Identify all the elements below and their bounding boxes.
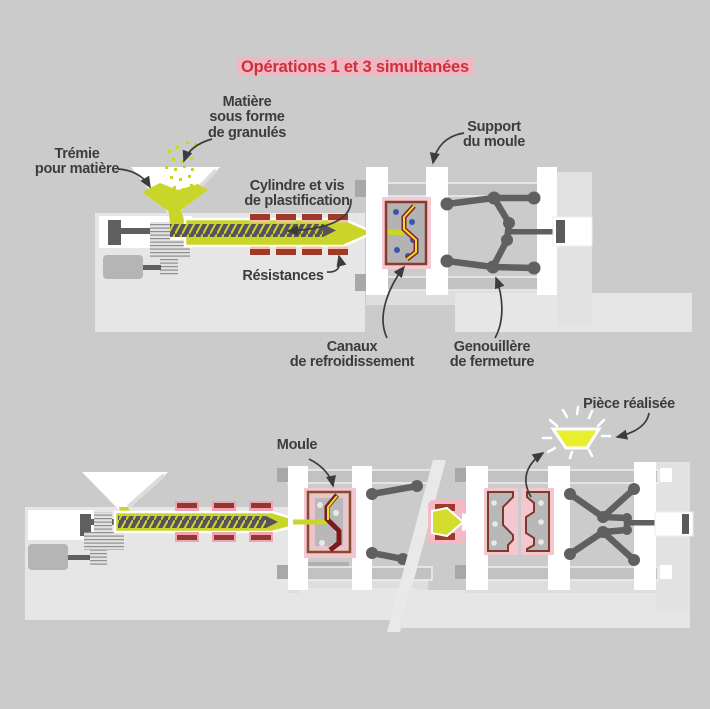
gearbox bbox=[150, 222, 190, 276]
hopper-empty bbox=[82, 472, 168, 510]
label-support: Support du moule bbox=[462, 119, 526, 151]
label-tremie: Trémie pour matière bbox=[34, 146, 120, 178]
motor bbox=[28, 544, 68, 570]
toggle-joints bbox=[564, 483, 640, 566]
label-cylindre: Cylindre et vis de plastification bbox=[244, 178, 350, 210]
label-matiere: Matière sous forme de granulés bbox=[207, 94, 287, 141]
clamp-base bbox=[399, 590, 690, 628]
matiere-arrow bbox=[182, 138, 213, 163]
ejected-part bbox=[541, 405, 612, 460]
toggle-joints bbox=[440, 191, 541, 275]
moule-arrow bbox=[308, 458, 336, 488]
gearbox bbox=[84, 512, 124, 565]
toggle-linkage-folded bbox=[568, 486, 637, 563]
canaux-arrow bbox=[382, 265, 406, 339]
piece-arrow bbox=[615, 412, 650, 440]
mold-closed bbox=[382, 197, 431, 269]
annotation-arrows bbox=[117, 132, 650, 498]
ejection-arrow bbox=[525, 452, 545, 498]
mold-core-half bbox=[525, 491, 550, 552]
cylindre-arrow bbox=[286, 198, 352, 236]
resistances-arrow bbox=[326, 254, 347, 273]
label-resistances: Résistances bbox=[242, 268, 324, 284]
heater-bands bbox=[175, 501, 273, 542]
tremie-arrow bbox=[117, 168, 151, 189]
fixed-platen bbox=[466, 466, 488, 590]
diagram-title-text: Opérations 1 et 3 simultanées bbox=[236, 58, 474, 76]
motor-shaft bbox=[68, 555, 90, 560]
motor-shaft bbox=[143, 265, 161, 270]
rear-platen bbox=[634, 462, 656, 590]
motor bbox=[103, 255, 143, 279]
retracted-nozzle bbox=[428, 500, 492, 544]
fixed-platen bbox=[288, 466, 308, 590]
bottom-machine-closed bbox=[25, 466, 433, 620]
granule-fill bbox=[142, 183, 208, 212]
label-piece: Pièce réalisée bbox=[583, 396, 675, 412]
label-moule: Moule bbox=[276, 437, 318, 453]
support-arrow bbox=[429, 132, 465, 165]
clamp-piston-head bbox=[682, 514, 689, 534]
rear-housing bbox=[656, 462, 690, 612]
rear-housing bbox=[557, 172, 592, 327]
clamp-piston-head bbox=[556, 220, 565, 243]
mold-closed-cooling bbox=[293, 488, 356, 558]
top-machine bbox=[95, 141, 692, 332]
clamp-piston-rod bbox=[505, 229, 556, 235]
granules bbox=[165, 141, 197, 202]
cooling-channels bbox=[491, 500, 544, 546]
diagram-title: Opérations 1 et 3 simultanées bbox=[236, 58, 474, 77]
cylinder-piston-head bbox=[108, 220, 121, 245]
plastification-screw bbox=[118, 516, 278, 528]
cylinder-piston-head bbox=[80, 514, 91, 536]
mold-open bbox=[484, 488, 554, 555]
clamp-base bbox=[300, 588, 418, 620]
genouillere-arrow bbox=[494, 276, 505, 339]
drive-shaft bbox=[120, 228, 175, 234]
label-genouillere: Genouillère de fermeture bbox=[449, 339, 535, 371]
sparkle-rays bbox=[541, 405, 612, 460]
label-canaux: Canaux de refroidissement bbox=[289, 339, 415, 371]
bottom-machine-open bbox=[399, 405, 694, 628]
plastification-screw bbox=[170, 224, 336, 237]
sprue bbox=[388, 229, 404, 235]
mold-cavity-half bbox=[487, 491, 514, 552]
toggle-stubs bbox=[366, 480, 423, 565]
hopper bbox=[131, 167, 220, 224]
heater-bands bbox=[250, 214, 348, 255]
